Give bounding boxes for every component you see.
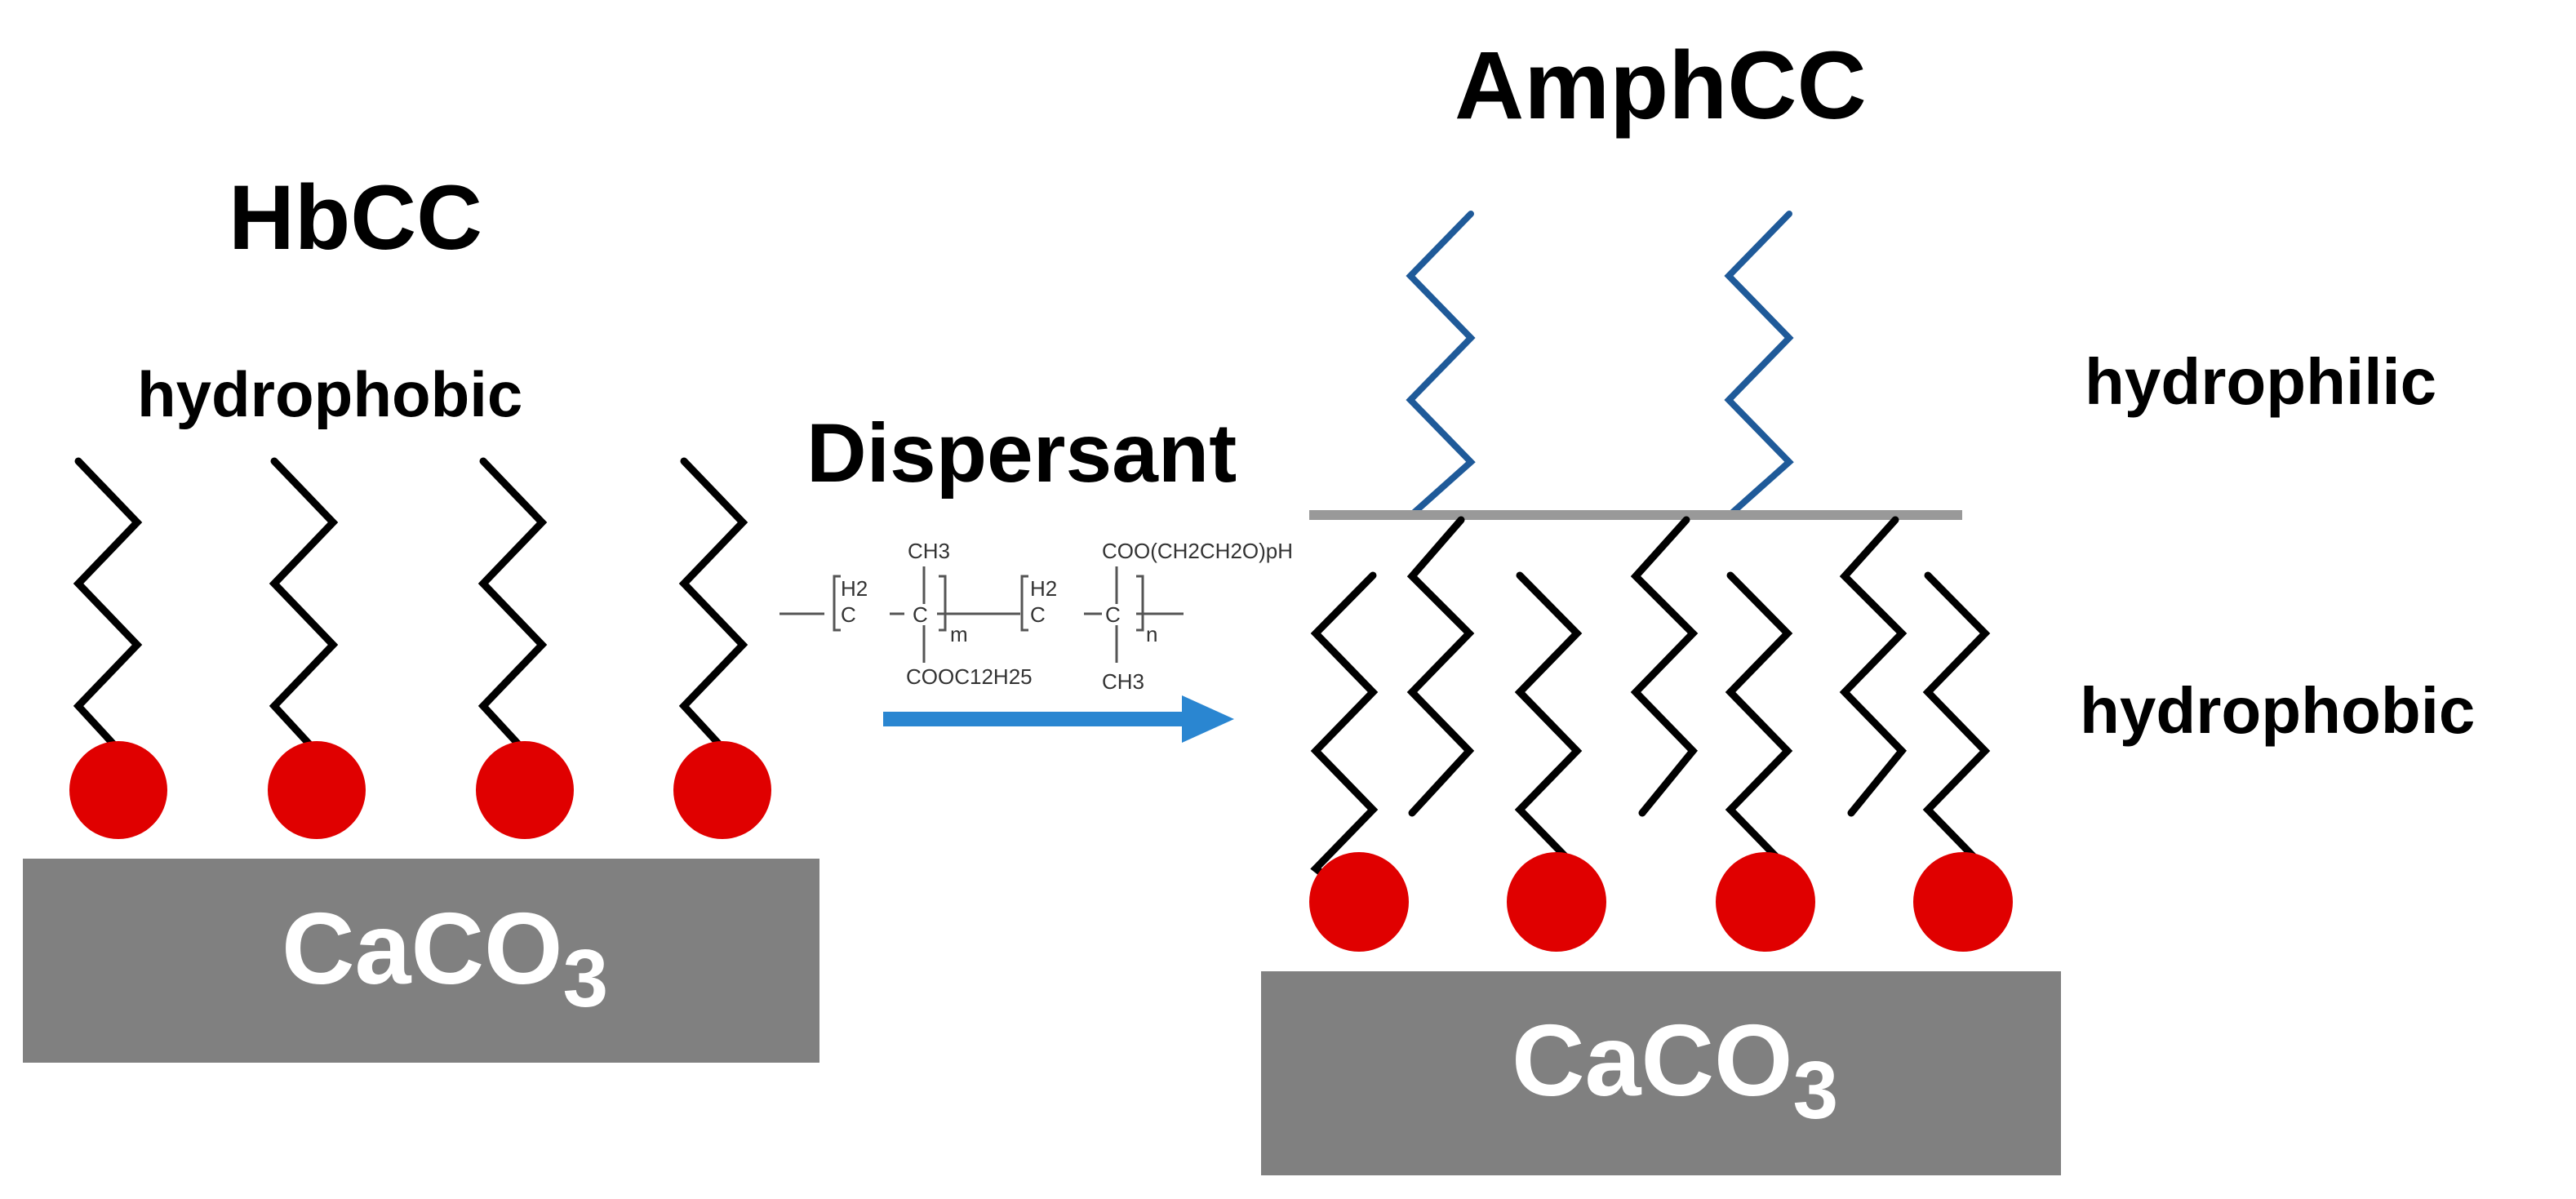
dispersant-tail-1 <box>1406 516 1475 817</box>
hbcc-chain-4 <box>678 457 748 751</box>
hbcc-head-2 <box>268 741 366 839</box>
arrow-head <box>1182 695 1234 743</box>
chem-c-left: C <box>841 602 856 627</box>
hbcc-panel: HbCC hydrophobic CaCO3 <box>23 167 819 1063</box>
hbcc-hydrophobic-chains <box>73 457 748 751</box>
chem-ch3-top: CH3 <box>908 539 950 563</box>
amphcc-head-3 <box>1716 852 1815 952</box>
chem-h2-left: H2 <box>841 576 868 601</box>
amphcc-head-1 <box>1309 852 1409 952</box>
hbcc-hydrophobic-label: hydrophobic <box>137 358 522 430</box>
hbcc-caco3-substrate <box>23 859 819 1063</box>
hbcc-head-3 <box>476 741 574 839</box>
dispersant-tail-3 <box>1839 516 1908 817</box>
hbcc-chain-2 <box>269 457 339 751</box>
chem-m: m <box>950 622 968 646</box>
amphcc-hydrophilic-label: hydrophilic <box>2085 345 2436 418</box>
amphcc-caco3-substrate <box>1261 971 2061 1175</box>
hbcc-caco3-label: CaCO3 <box>282 893 608 1024</box>
hydrophilic-chain-1 <box>1406 211 1476 519</box>
amphcc-caco3-label: CaCO3 <box>1512 1005 1838 1136</box>
amphcc-head-2 <box>1507 852 1606 952</box>
amphcc-hydrophobic-chains <box>1310 516 1991 906</box>
amphcc-hydrophilic-chains <box>1406 211 1794 519</box>
amphcc-panel: AmphCC hydrophilic hydrophobic <box>1261 32 2475 1175</box>
amphcc-head-4 <box>1913 852 2013 952</box>
chem-c-right-b: C <box>1105 602 1121 627</box>
hbcc-chain-3 <box>477 457 548 751</box>
hbcc-head-4 <box>673 741 771 839</box>
amphcc-interface-line <box>1309 510 1962 520</box>
arrow-shaft <box>883 712 1187 726</box>
chem-ch3-bottom: CH3 <box>1102 669 1144 694</box>
hbcc-head-groups <box>69 741 771 839</box>
amphcc-chain-1 <box>1310 571 1379 906</box>
chem-peg: COO(CH2CH2O)pH <box>1102 539 1293 563</box>
hydrophilic-chain-2 <box>1724 211 1794 519</box>
hbcc-title: HbCC <box>229 167 482 269</box>
chem-c-right-a: C <box>1030 602 1046 627</box>
chem-cooc12h25: COOC12H25 <box>906 664 1033 689</box>
dispersant-label: Dispersant <box>806 406 1237 500</box>
dispersant-arrow <box>883 695 1234 743</box>
amphcc-hydrophobic-label: hydrophobic <box>2080 674 2475 747</box>
hbcc-head-1 <box>69 741 167 839</box>
chem-c-mid: C <box>913 602 928 627</box>
amphcc-head-groups <box>1309 852 2013 952</box>
hbcc-chain-1 <box>73 457 143 751</box>
dispersant-structure <box>779 566 1184 663</box>
chem-n: n <box>1146 622 1157 646</box>
dispersant-structure-text: H2 C CH3 C m H2 C C n COOC12H25 COO(CH2C… <box>841 539 1293 694</box>
dispersant-section: Dispersant H2 C CH3 C m H2 <box>779 406 1293 743</box>
dispersant-tail-2 <box>1630 516 1699 817</box>
chem-h2-right: H2 <box>1030 576 1057 601</box>
amphcc-title: AmphCC <box>1455 32 1867 140</box>
